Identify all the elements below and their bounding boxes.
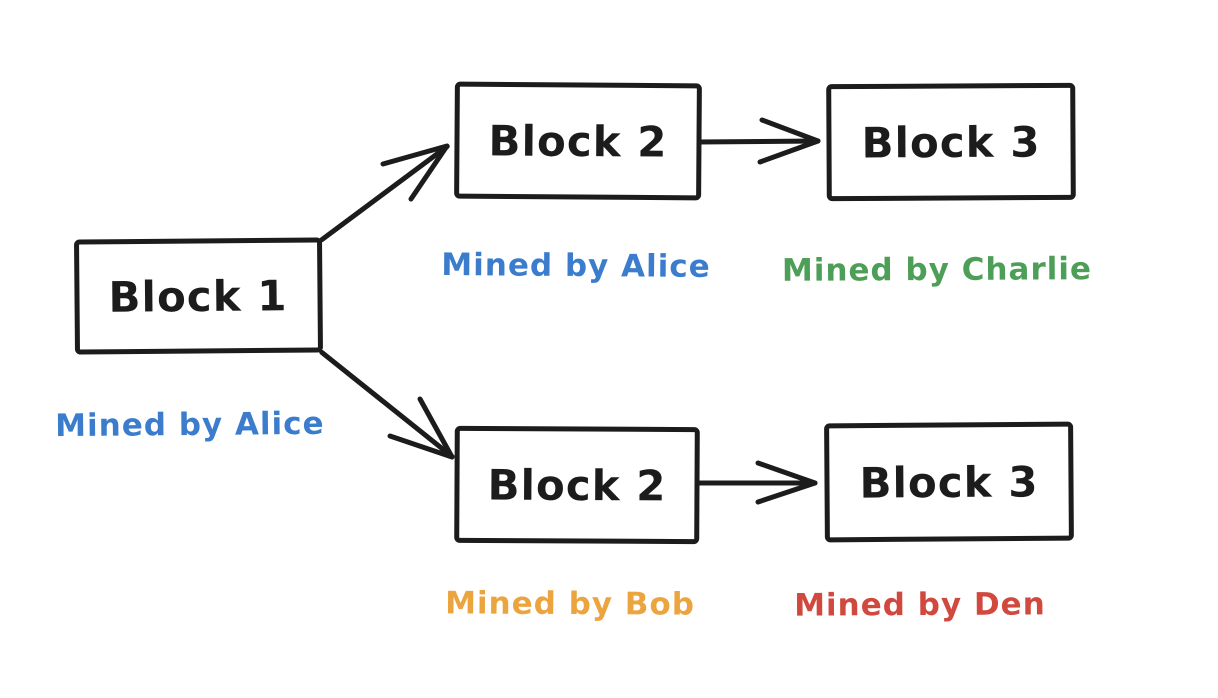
miner-label-block2-bottom: Mined by Bob: [445, 585, 695, 622]
edge-arrow-block1-to-block2-top: [319, 143, 450, 243]
block1-box: [74, 237, 323, 355]
block3-bottom-label: Block 3: [859, 457, 1038, 507]
block2-bottom-label: Block 2: [487, 461, 666, 511]
block3-top-box: [826, 82, 1076, 202]
block-node-block1: Block 1: [74, 237, 323, 355]
edge-arrow-block2-top-to-block3-top: [694, 117, 821, 165]
miner-label-block3-top: Mined by Charlie: [782, 251, 1092, 289]
block2-top-label: Block 2: [488, 116, 667, 166]
block1-label: Block 1: [108, 271, 287, 322]
miner-label-block1: Mined by Alice: [55, 406, 325, 444]
block3-bottom-box: [824, 421, 1074, 543]
miner-label-block3-bottom: Mined by Den: [794, 586, 1046, 623]
block-node-block2-top: Block 2: [454, 81, 702, 201]
block-node-block3-top: Block 3: [826, 82, 1076, 202]
block-node-block3-bottom: Block 3: [824, 421, 1074, 543]
block2-top-box: [454, 81, 702, 201]
block3-top-label: Block 3: [861, 118, 1040, 168]
block2-bottom-box: [454, 425, 700, 545]
edge-arrow-block2-bottom-to-block3-bottom: [692, 460, 818, 505]
block-node-block2-bottom: Block 2: [454, 425, 700, 545]
miner-label-block2-top: Mined by Alice: [441, 247, 711, 285]
edge-arrow-block1-to-block2-bottom: [319, 349, 455, 460]
